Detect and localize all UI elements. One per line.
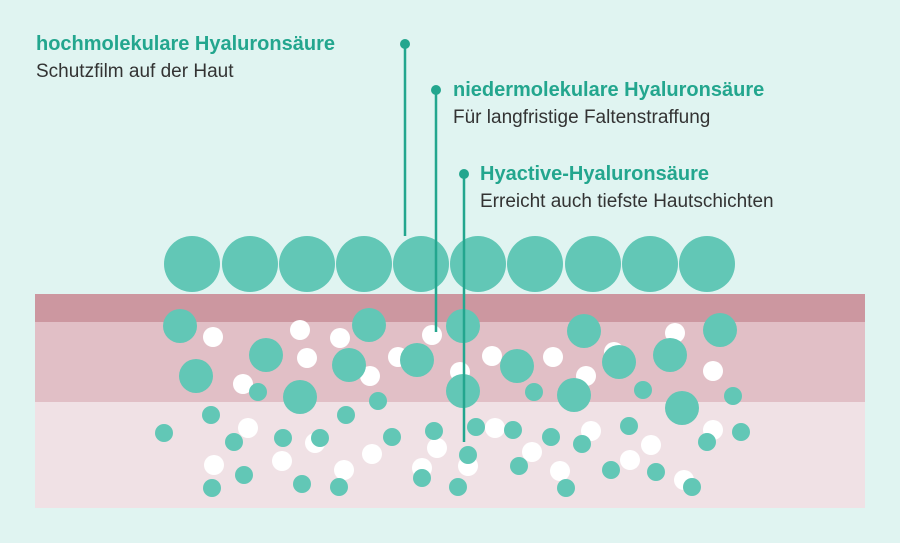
- water-particle: [330, 328, 350, 348]
- high-molecular-molecule: [164, 236, 220, 292]
- label-hyactive: Hyactive-Hyaluronsäure Erreicht auch tie…: [480, 162, 774, 214]
- label-title: niedermolekulare Hyaluronsäure: [453, 79, 765, 101]
- water-particle: [550, 461, 570, 481]
- skin-layer-deep: [35, 402, 865, 508]
- water-particle: [522, 442, 542, 462]
- high-molecular-molecule: [507, 236, 563, 292]
- label-title: hochmolekulare Hyaluronsäure: [36, 33, 335, 55]
- high-molecular-molecule: [679, 236, 735, 292]
- water-particle: [238, 418, 258, 438]
- water-particle: [233, 374, 253, 394]
- low-molecular-molecule: [703, 313, 737, 347]
- hyactive-molecule: [683, 478, 701, 496]
- high-molecular-molecule: [336, 236, 392, 292]
- low-molecular-molecule: [283, 380, 317, 414]
- hyactive-molecule: [249, 383, 267, 401]
- hyactive-molecule: [383, 428, 401, 446]
- water-particle: [360, 366, 380, 386]
- low-molecular-molecule: [249, 338, 283, 372]
- leader-line-high: [400, 39, 410, 236]
- low-molecular-molecule: [500, 349, 534, 383]
- hyactive-molecule: [732, 423, 750, 441]
- hyactive-molecule: [202, 406, 220, 424]
- hyactive-molecule: [235, 466, 253, 484]
- water-particle: [272, 451, 292, 471]
- water-particle: [334, 460, 354, 480]
- hyactive-molecule: [647, 463, 665, 481]
- hyactive-molecule: [459, 446, 477, 464]
- low-molecular-molecule: [400, 343, 434, 377]
- label-subtitle: Erreicht auch tiefste Hautschichten: [480, 191, 774, 212]
- hyactive-molecule: [203, 479, 221, 497]
- water-particle: [620, 450, 640, 470]
- surface-film-molecules: [164, 236, 735, 292]
- hyactive-molecule: [274, 429, 292, 447]
- label-low-molecular: niedermolekulare Hyaluronsäure Für langf…: [453, 78, 764, 130]
- high-molecular-molecule: [565, 236, 621, 292]
- hyactive-molecule: [467, 418, 485, 436]
- hyactive-molecule: [225, 433, 243, 451]
- hyactive-molecule: [724, 387, 742, 405]
- hyactive-molecule: [330, 478, 348, 496]
- water-particle: [482, 346, 502, 366]
- low-molecular-molecule: [332, 348, 366, 382]
- high-molecular-molecule: [622, 236, 678, 292]
- hyactive-molecule: [311, 429, 329, 447]
- hyactive-molecule: [542, 428, 560, 446]
- label-high-molecular: hochmolekulare Hyaluronsäure Schutzfilm …: [36, 32, 335, 84]
- water-particle: [422, 325, 442, 345]
- label-subtitle: Für langfristige Faltenstraffung: [453, 107, 711, 128]
- water-particle: [641, 435, 661, 455]
- water-particle: [290, 320, 310, 340]
- label-title: Hyactive-Hyaluronsäure: [480, 163, 709, 185]
- hyactive-molecule: [602, 461, 620, 479]
- hyactive-molecule: [698, 433, 716, 451]
- hyactive-molecule: [449, 478, 467, 496]
- low-molecular-molecule: [163, 309, 197, 343]
- low-molecular-molecule: [665, 391, 699, 425]
- water-particle: [543, 347, 563, 367]
- hyactive-molecule: [620, 417, 638, 435]
- low-molecular-molecule: [557, 378, 591, 412]
- water-particle: [703, 361, 723, 381]
- hyactive-molecule: [634, 381, 652, 399]
- water-particle: [362, 444, 382, 464]
- hyactive-molecule: [425, 422, 443, 440]
- hyactive-molecule: [525, 383, 543, 401]
- hyactive-molecule: [504, 421, 522, 439]
- low-molecular-molecule: [602, 345, 636, 379]
- water-particle: [204, 455, 224, 475]
- label-subtitle: Schutzfilm auf der Haut: [36, 61, 234, 82]
- water-particle: [203, 327, 223, 347]
- leader-line-low: [431, 85, 441, 332]
- water-particle: [297, 348, 317, 368]
- hyactive-molecule: [369, 392, 387, 410]
- high-molecular-molecule: [222, 236, 278, 292]
- water-particle: [485, 418, 505, 438]
- hyactive-molecule: [573, 435, 591, 453]
- low-molecular-molecule: [179, 359, 213, 393]
- particle-field: [155, 308, 750, 497]
- low-molecular-molecule: [352, 308, 386, 342]
- low-molecular-molecule: [567, 314, 601, 348]
- low-molecular-molecule: [653, 338, 687, 372]
- hyactive-molecule: [413, 469, 431, 487]
- hyactive-molecule: [510, 457, 528, 475]
- hyactive-molecule: [155, 424, 173, 442]
- hyactive-molecule: [337, 406, 355, 424]
- hyactive-molecule: [557, 479, 575, 497]
- high-molecular-molecule: [279, 236, 335, 292]
- water-particle: [427, 438, 447, 458]
- high-molecular-molecule: [393, 236, 449, 292]
- hyactive-molecule: [293, 475, 311, 493]
- leader-line-hyactive: [459, 169, 469, 442]
- high-molecular-molecule: [450, 236, 506, 292]
